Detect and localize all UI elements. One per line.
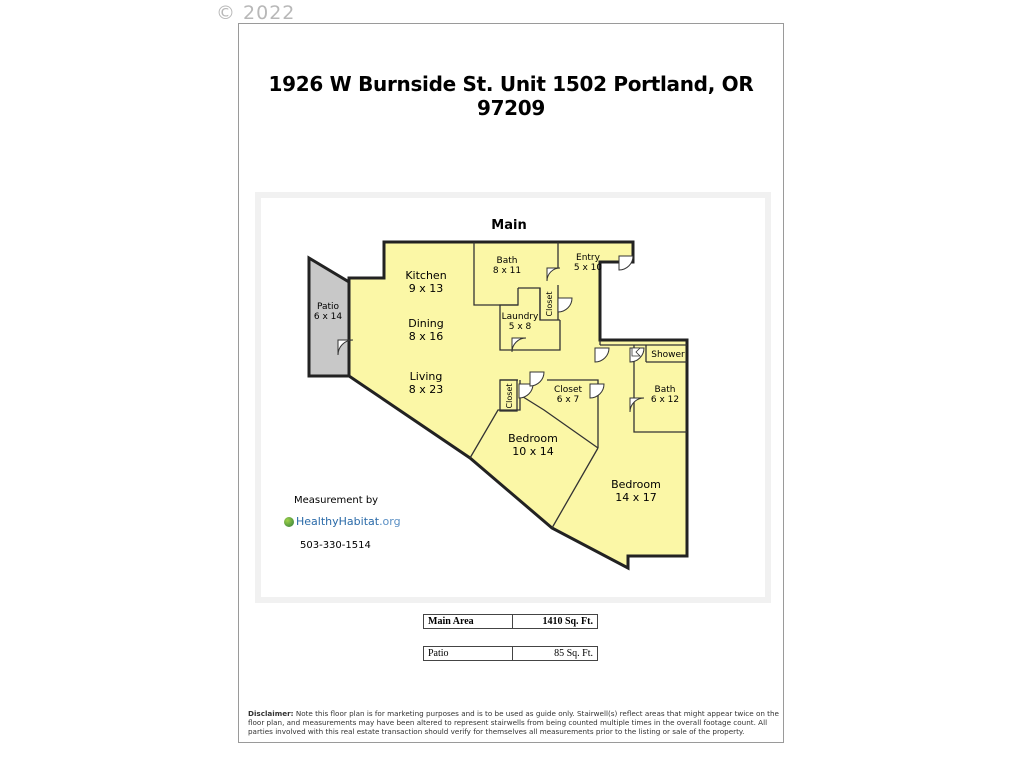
shower-name: Shower: [651, 350, 685, 360]
copyright-watermark: © 2022: [216, 2, 296, 24]
bath1-size: 8 x 11: [493, 266, 521, 276]
bedroom2-size: 14 x 17: [615, 491, 657, 504]
living-size: 8 x 23: [409, 383, 444, 396]
small-closet-name: Closet: [505, 384, 514, 409]
patio-door-icon: [337, 339, 354, 356]
entry-size: 5 x 10: [574, 263, 603, 273]
room-labels: Kitchen 9 x 13 Dining 8 x 16 Living 8 x …: [314, 253, 685, 504]
bath2-size: 6 x 12: [651, 395, 679, 405]
disclaimer-text: Note this floor plan is for marketing pu…: [248, 709, 779, 736]
kitchen-name: Kitchen: [405, 269, 446, 282]
hall-door-icon: [594, 347, 610, 363]
bedroom2-name: Bedroom: [611, 478, 661, 491]
kitchen-size: 9 x 13: [409, 282, 444, 295]
bath1-door-icon: [546, 267, 561, 282]
bedroom1-name: Bedroom: [508, 432, 558, 445]
laundry-size: 5 x 8: [509, 322, 532, 332]
mid-closet-name: Closet: [554, 385, 583, 395]
bath2-name: Bath: [655, 385, 676, 395]
living-name: Living: [410, 370, 443, 383]
entry-door-icon: [618, 255, 634, 271]
disclaimer-label: Disclaimer:: [248, 709, 294, 718]
patio-name: Patio: [317, 302, 340, 312]
bath1-name: Bath: [497, 256, 518, 266]
property-address-title: 1926 W Burnside St. Unit 1502 Portland, …: [268, 72, 754, 120]
floor-label: Main: [491, 218, 526, 233]
dining-name: Dining: [408, 317, 444, 330]
laundry-door-icon: [511, 337, 527, 353]
entry-name: Entry: [576, 253, 601, 263]
unit-outline: [347, 240, 689, 571]
disclaimer: Disclaimer: Note this floor plan is for …: [248, 709, 780, 736]
mid-closet-door-icon: [589, 383, 605, 399]
laundry-name: Laundry: [502, 312, 539, 322]
main-area-table: Main Area 1410 Sq. Ft.: [423, 614, 598, 629]
plan-frame: [255, 192, 771, 603]
laundry-closet-door-icon: [557, 297, 573, 313]
patio-area-value: 85 Sq. Ft.: [512, 646, 598, 661]
patio-area-table: Patio 85 Sq. Ft.: [423, 646, 598, 661]
toilet-icon: [631, 347, 641, 357]
bath2-door-icon: [629, 397, 645, 413]
dining-size: 8 x 16: [409, 330, 444, 343]
mid-closet-size: 6 x 7: [557, 395, 580, 405]
bedroom1-door-icon: [529, 371, 545, 387]
bedroom1-size: 10 x 14: [512, 445, 554, 458]
main-area-label: Main Area: [423, 614, 513, 629]
main-area-value: 1410 Sq. Ft.: [512, 614, 598, 629]
patio-area-label: Patio: [423, 646, 513, 661]
laundry-closet-name: Closet: [545, 292, 554, 317]
patio-size: 6 x 14: [314, 312, 343, 322]
